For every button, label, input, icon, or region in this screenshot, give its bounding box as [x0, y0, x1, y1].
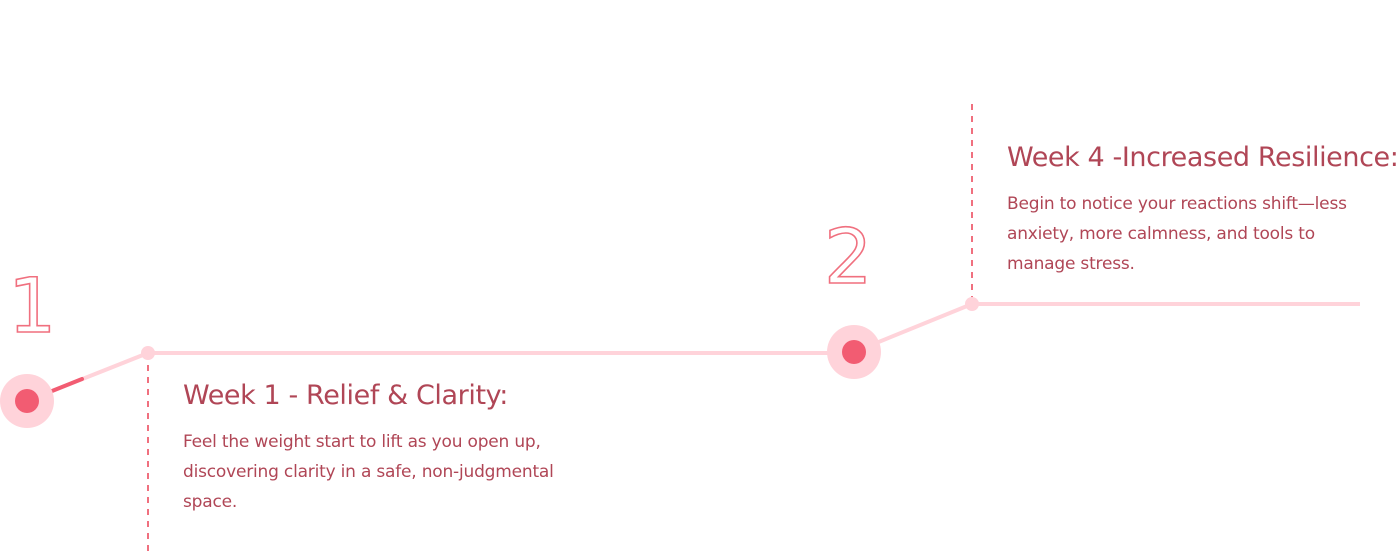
step-2-marker: [842, 340, 866, 364]
step-1-joint-dot: [141, 346, 155, 360]
step-1-number: 1: [7, 261, 57, 350]
step-2-number: 2: [823, 212, 873, 301]
timeline-track: [0, 104, 1360, 552]
step-2-joint-dot: [965, 297, 979, 311]
step-1-title: Week 1 - Relief & Clarity:: [183, 380, 508, 411]
step-2-title: Week 4 -Increased Resilience:: [1007, 142, 1398, 173]
step-1-marker: [15, 389, 39, 413]
progress-timeline: 1 2 Week 1 - Relief & Clarity: Feel the …: [0, 104, 1398, 552]
step-2-description: Begin to notice your reactions shift—les…: [1007, 194, 1347, 274]
step-1-description: Feel the weight start to lift as you ope…: [183, 432, 554, 512]
